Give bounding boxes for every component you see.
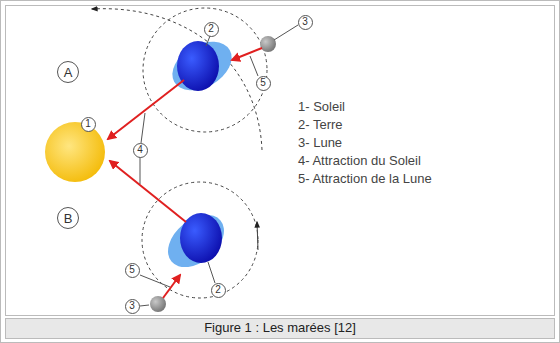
tidal-bulge [158,204,234,277]
callout-number: 2 [208,24,214,34]
callout-circle: 3 [125,299,140,314]
earth [180,213,222,263]
moon-attraction-arrow [232,48,262,60]
sun-attraction-arrow [108,80,184,139]
tidal-bulge [164,32,240,100]
moon-orbit [143,8,267,132]
figure-caption: Figure 1 : Les marées [12] [204,321,356,335]
callout-number: B [64,212,73,225]
callout-number: 4 [137,145,143,155]
key-entry: 3- Lune [298,136,342,150]
caption-bar [6,319,555,339]
callout-number: 3 [129,301,135,311]
callout-number: 5 [260,78,266,88]
callout-number: A [64,66,73,79]
orbit-arrow [257,222,258,250]
key-entry: 5- Attraction de la Lune [298,172,432,186]
sun-attraction-arrow [110,161,186,222]
earth-orbit [92,9,262,150]
figure-frame [6,6,555,316]
callout-circle: 5 [256,76,271,91]
callout-circle: 4 [133,143,148,158]
callout-circle: 2 [211,283,226,298]
callout-circle: B [57,207,79,229]
key-entry: 1- Soleil [298,100,345,114]
callout-circle: 3 [298,15,313,30]
key-entry: 4- Attraction du Soleil [298,154,421,168]
sun [45,122,105,182]
callout-circle: 5 [125,263,140,278]
earth [177,41,219,91]
callout-number: 5 [129,265,135,275]
callout-circle: A [57,61,79,83]
callout-circle: 1 [81,117,96,132]
callout-number: 1 [85,119,91,129]
moon [260,36,276,52]
moon-attraction-arrow [163,275,180,298]
callout-number: 2 [215,285,221,295]
leader-lines [140,25,298,306]
callout-circle: 2 [204,22,219,37]
callout-number: 3 [302,17,308,27]
key-entry: 2- Terre [298,118,343,132]
